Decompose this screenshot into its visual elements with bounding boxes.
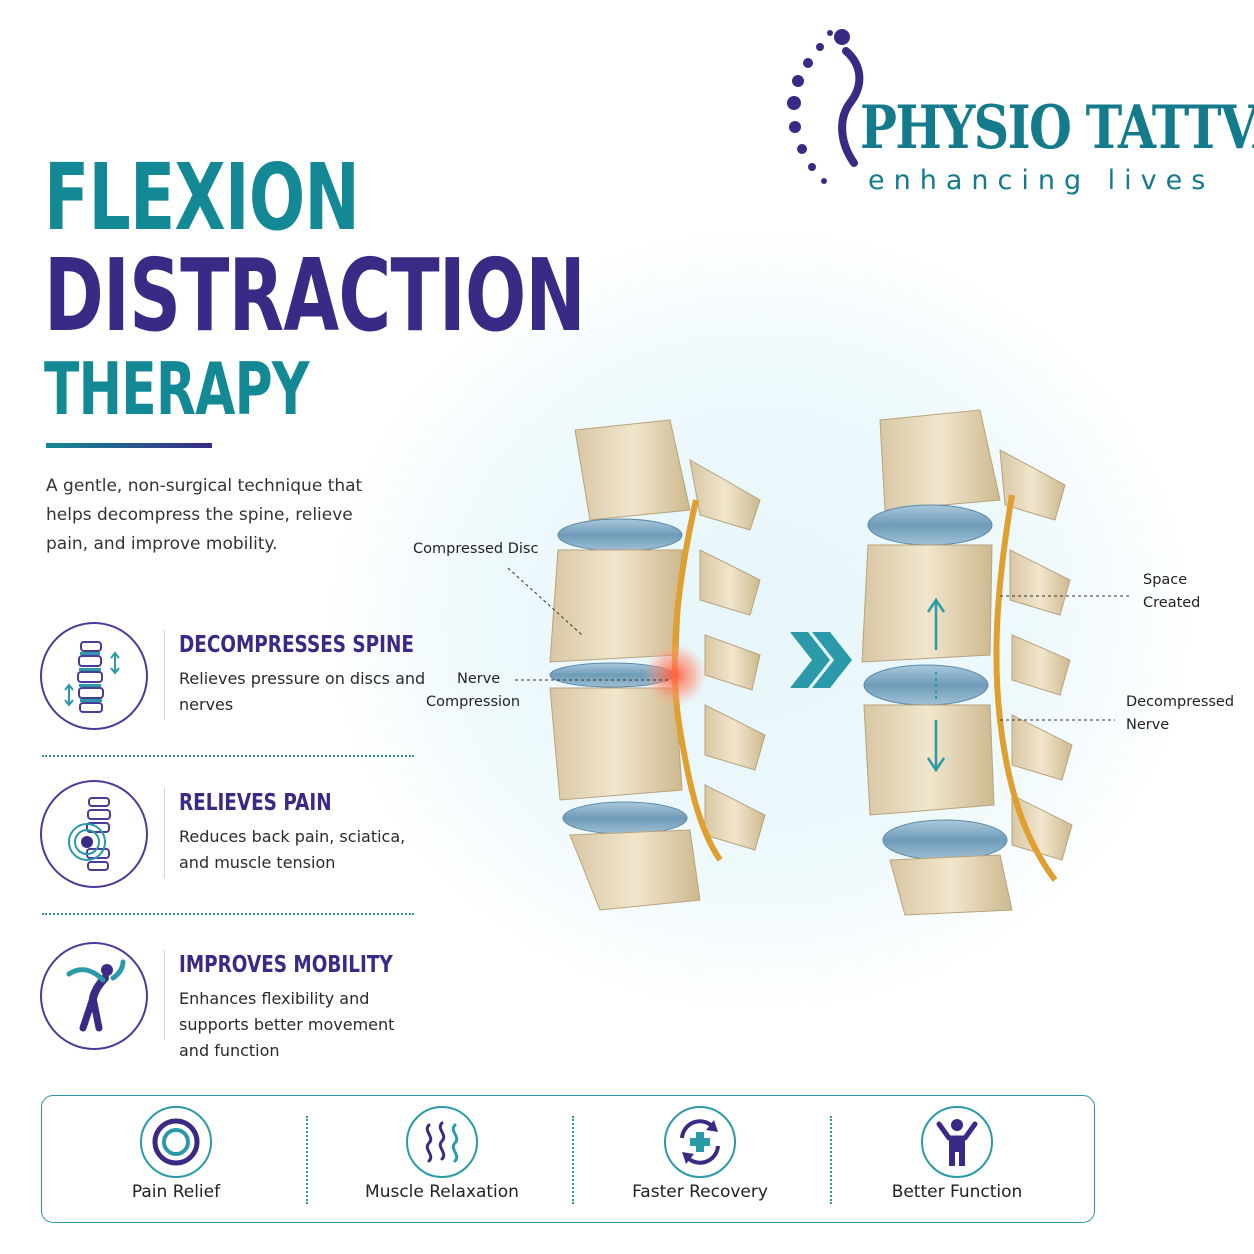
benefit-description: Enhances flexibility and supports better… — [179, 989, 395, 1060]
spine-decompress-icon — [40, 622, 148, 730]
benefit-separator — [42, 755, 414, 757]
outcome-better-function: Better Function — [847, 1096, 1067, 1224]
outcome-label: Muscle Relaxation — [365, 1182, 519, 1202]
logo-spine-dots-icon — [787, 29, 864, 184]
benefit-separator — [42, 913, 414, 915]
pain-target-icon — [40, 780, 148, 888]
title-line-1: FLEXION — [44, 144, 360, 251]
benefit-description: Reduces back pain, sciatica, and muscle … — [179, 827, 406, 872]
outcome-faster-recovery: Faster Recovery — [590, 1096, 810, 1224]
benefit-divider — [164, 788, 165, 878]
page-title: FLEXION DISTRACTION THERAPY — [44, 144, 795, 431]
benefit-divider — [164, 950, 165, 1040]
benefit-improves-mobility: IMPROVES MOBILITY Enhances flexibility a… — [40, 942, 420, 1060]
benefit-title: RELIEVES PAIN — [179, 790, 332, 816]
brand-logo: PHYSIO TATTVA enhancing lives — [780, 25, 1254, 196]
outcome-muscle-relaxation: Muscle Relaxation — [332, 1096, 552, 1224]
benefit-decompresses-spine: DECOMPRESSES SPINE Relieves pressure on … — [40, 622, 425, 734]
spine-comparison-diagram — [507, 409, 1130, 916]
benefit-divider — [164, 630, 165, 720]
outcome-separator — [306, 1116, 308, 1204]
label-nerve-compression-2: Compression — [426, 694, 521, 710]
pain-relief-ring-icon — [140, 1106, 212, 1178]
brand-name: PHYSIO TATTVA — [860, 93, 1254, 163]
spine-before — [549, 419, 766, 911]
outcomes-bar: Pain Relief Muscle Relaxation Faster Rec… — [41, 1095, 1095, 1223]
spine-after — [861, 409, 1073, 916]
benefit-description: Relieves pressure on discs and nerves — [179, 669, 426, 714]
recovery-cycle-plus-icon — [664, 1106, 736, 1178]
title-line-2: DISTRACTION — [44, 237, 586, 354]
label-space-created-2: Created — [1143, 595, 1201, 611]
label-decompressed-nerve-2: Nerve — [1126, 717, 1170, 733]
label-space-created-1: Space — [1143, 572, 1188, 588]
brand-tagline: enhancing lives — [868, 165, 1215, 196]
label-nerve-compression-1: Nerve — [457, 671, 501, 687]
stretching-person-icon — [40, 942, 148, 1050]
outcome-label: Pain Relief — [131, 1182, 221, 1202]
wavy-lines-icon — [406, 1106, 478, 1178]
outcome-label: Faster Recovery — [632, 1182, 768, 1202]
title-line-3: THERAPY — [44, 347, 309, 431]
outcome-pain-relief: Pain Relief — [66, 1096, 286, 1224]
benefit-relieves-pain: RELIEVES PAIN Reduces back pain, sciatic… — [40, 780, 420, 892]
label-compressed-disc: Compressed Disc — [413, 541, 539, 557]
outcome-label: Better Function — [891, 1182, 1023, 1202]
outcome-separator — [830, 1116, 832, 1204]
benefit-title: DECOMPRESSES SPINE — [179, 632, 414, 658]
intro-text: A gentle, non-surgical technique that he… — [46, 476, 363, 554]
background-glow — [330, 230, 1190, 1010]
title-underline — [46, 443, 212, 448]
double-chevron-right-icon — [790, 632, 852, 688]
outcome-separator — [572, 1116, 574, 1204]
benefit-title: IMPROVES MOBILITY — [179, 952, 393, 978]
person-arms-up-icon — [921, 1106, 993, 1178]
label-decompressed-nerve-1: Decompressed — [1126, 694, 1235, 710]
